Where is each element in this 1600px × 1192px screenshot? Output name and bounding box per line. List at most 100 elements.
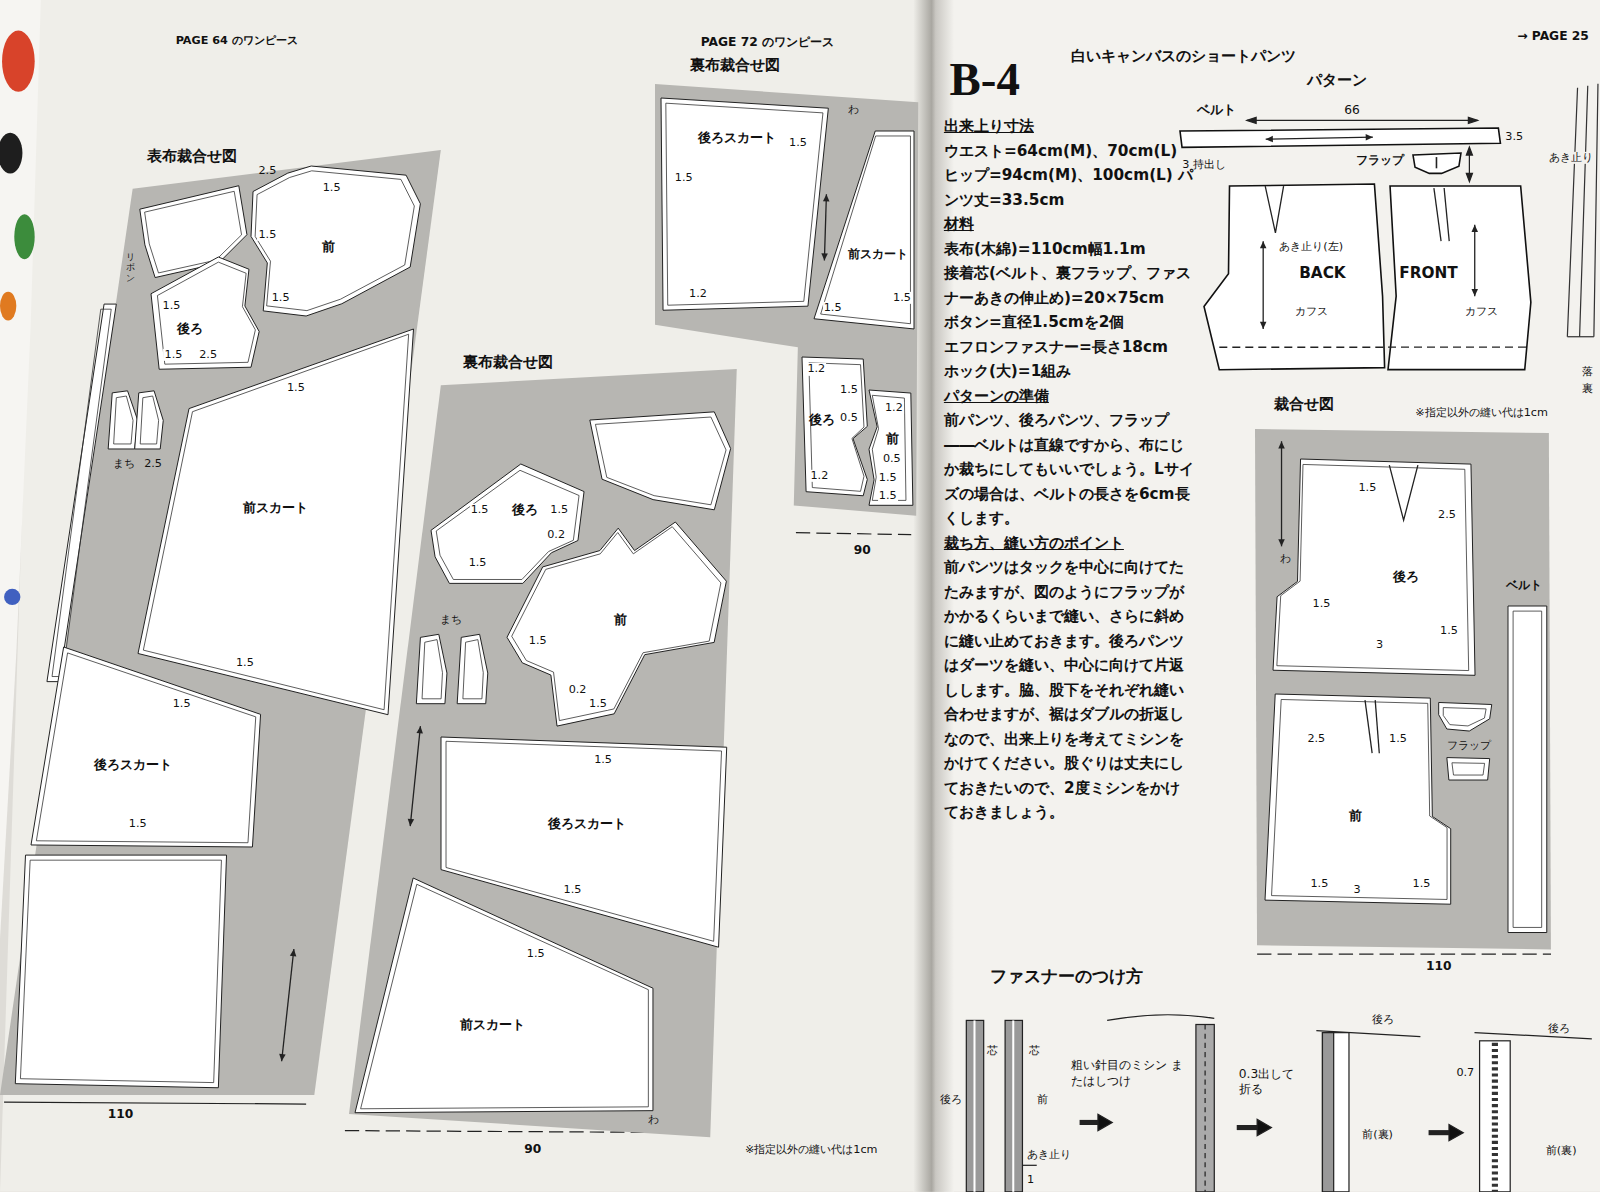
dimension-number: 110	[1426, 961, 1452, 974]
pattern-piece	[1265, 694, 1451, 904]
seam-line	[20, 860, 221, 1082]
pattern-piece: 前スカート	[355, 878, 653, 1113]
dimension-number: 1.5	[162, 300, 182, 312]
fabric-edge	[0, 133, 22, 174]
dimension-number: 1.5	[128, 818, 148, 830]
dimension-number: 0.2	[568, 684, 588, 696]
label-text: あき止り	[1027, 1149, 1071, 1161]
pattern-piece	[869, 390, 913, 505]
dimension-number: 3.5	[1505, 131, 1523, 143]
label-text: わ	[1280, 553, 1291, 565]
label-text: 芯	[1029, 1045, 1040, 1057]
fabric-layout: 裏布裁合せ図後ろ前後ろスカート前スカート	[349, 369, 737, 1137]
pattern-piece	[31, 647, 261, 847]
dimension-line	[1466, 147, 1472, 155]
grain-line	[1474, 224, 1475, 295]
pattern-piece	[457, 635, 488, 704]
pattern-outline	[1204, 184, 1385, 370]
dimension-line	[1247, 120, 1478, 121]
paper	[0, 0, 923, 1192]
fabric-ground	[655, 84, 918, 516]
body-text: ウエスト=64cm(M)、70cm(L) ヒップ=94cm(M)、100cm(L…	[944, 139, 1194, 213]
dimension-number: 3	[1353, 884, 1362, 896]
label-text: 白いキャンバスのショートパンツ	[1071, 48, 1296, 65]
zipper-figure	[966, 1020, 983, 1191]
zipper-figure	[1449, 1124, 1463, 1140]
dimension-number: 0.2	[546, 529, 566, 541]
body-text: エフロンファスナー=長さ18cm	[944, 335, 1194, 360]
piece-name: 前	[1349, 809, 1362, 824]
grain-line	[824, 194, 826, 260]
fabric-edge	[0, 292, 16, 321]
zipper-figure	[1196, 1024, 1214, 1191]
pattern-piece-outline	[31, 647, 261, 847]
zipper-figure	[1005, 1020, 1022, 1191]
label-text: 後ろ	[1548, 1022, 1570, 1034]
label-text: わ	[648, 1114, 659, 1126]
dimension-number: 2.5	[1306, 733, 1326, 745]
zipper-figure	[973, 1020, 975, 1191]
zipper-figure	[1237, 1125, 1259, 1130]
grain-arrowhead	[823, 194, 830, 201]
dimension-number: 1.5	[468, 557, 488, 569]
dimension-number: 1.5	[563, 884, 583, 896]
fabric-edge	[14, 214, 34, 259]
piece-name: 後ろ	[512, 503, 538, 518]
dimension-line	[4, 1102, 306, 1104]
grain-arrowhead	[1260, 241, 1267, 248]
partial-figure	[1567, 84, 1598, 337]
label-text: まち	[440, 614, 462, 626]
zipper-figure	[1022, 1165, 1036, 1166]
grain-arrowhead	[821, 253, 828, 260]
dimension-number: 1.5	[257, 229, 277, 241]
body-text: 出来上り寸法	[944, 114, 1194, 139]
piece-name: ベルト	[1197, 103, 1236, 118]
piece-name: 後ろ	[809, 413, 835, 428]
piece-name: 前スカート	[243, 501, 308, 516]
zipper-figure	[1322, 1033, 1349, 1192]
label-text: 後ろ	[940, 1094, 962, 1106]
dimension-number: 1.5	[322, 182, 342, 194]
label-text: 前	[1037, 1094, 1048, 1106]
layout-heading: 表布裁合せ図	[147, 148, 237, 165]
piece-name: フラップ	[1356, 154, 1404, 167]
dimension-number: 110	[108, 1109, 134, 1122]
dimension-line	[1247, 117, 1256, 123]
dimension-number: 1.5	[235, 657, 255, 669]
seam-line	[1277, 465, 1469, 671]
grain-arrowhead	[1471, 289, 1478, 296]
body-text: 裁ち方、縫い方のポイント	[944, 531, 1194, 556]
label-text: リボン	[126, 252, 135, 282]
piece-name: カフス	[1295, 306, 1328, 318]
dimension-number: 66	[1344, 104, 1360, 117]
grain-arrowhead	[408, 819, 414, 826]
label-text: パターン	[1307, 71, 1367, 88]
mark-line	[1219, 346, 1384, 347]
seam-line	[809, 363, 864, 492]
zipper-figure	[1257, 1119, 1271, 1135]
label-text: あき止り	[1548, 152, 1594, 164]
piece-name: 後ろ	[177, 321, 203, 336]
label-text: ※指定以外の縫い代は1cm	[745, 1144, 878, 1156]
dimension-number: 1.5	[1312, 598, 1332, 610]
pattern-outline-outline	[1204, 184, 1385, 370]
pattern-piece: 後ろスカート	[661, 98, 828, 310]
pattern-piece	[661, 98, 828, 310]
dimension-number: 1.5	[839, 384, 859, 396]
dimension-number: 1.5	[1357, 482, 1377, 494]
seam-line	[361, 884, 649, 1108]
seam-line	[1452, 762, 1485, 774]
dimension-number: 1.5	[1388, 733, 1408, 745]
pattern-piece: 前	[1265, 694, 1451, 904]
dimension-number: 1.5	[588, 698, 608, 710]
fabric-ground	[1255, 429, 1551, 949]
label-text: 裏	[1582, 383, 1593, 395]
fabric-edge	[4, 589, 20, 605]
piece-name: カフス	[1465, 306, 1498, 318]
pattern-piece	[416, 635, 447, 704]
dimension-number: 1.5	[892, 292, 912, 304]
piece-name: ベルト	[1506, 579, 1542, 592]
